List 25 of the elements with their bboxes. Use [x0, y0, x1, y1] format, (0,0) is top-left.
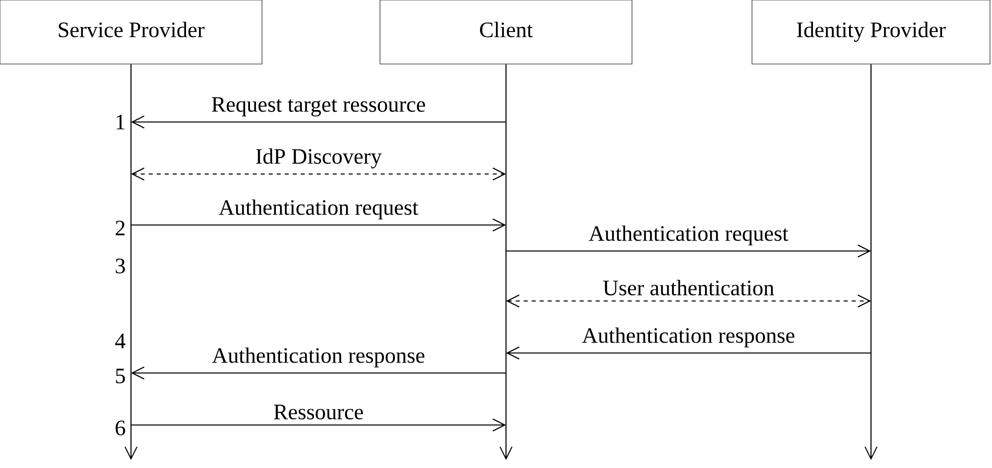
message-arrow: [131, 168, 506, 180]
step-number: 5: [116, 368, 125, 384]
edge-label: Request target ressource: [212, 97, 426, 116]
message-arrow: [131, 218, 506, 232]
edge-label: Ressource: [274, 404, 363, 420]
edge-label: Authentication request: [588, 225, 788, 246]
edge-label: Authentication response: [212, 347, 424, 368]
step-number: 1: [116, 114, 124, 130]
participant-box: Client: [380, 0, 632, 64]
message-arrow: [506, 294, 871, 308]
edge-label: IdP Discovery: [256, 148, 382, 168]
message-arrow: [131, 366, 506, 380]
message-arrow: [131, 418, 506, 432]
edge-label: Authentication response: [582, 327, 794, 348]
step-number: 6: [116, 420, 126, 436]
edge-label: Authentication request: [218, 199, 418, 220]
step-number: 3: [116, 258, 125, 274]
message-arrow: [131, 116, 506, 128]
message-arrow: [506, 346, 871, 360]
step-number: 4: [115, 334, 126, 348]
edge-label: User authentication: [603, 280, 774, 296]
step-number: 2: [116, 220, 125, 236]
message-arrow: [506, 244, 871, 258]
participant-box: Identity Provider: [752, 0, 990, 64]
participant-box: Service Provider: [0, 0, 262, 64]
